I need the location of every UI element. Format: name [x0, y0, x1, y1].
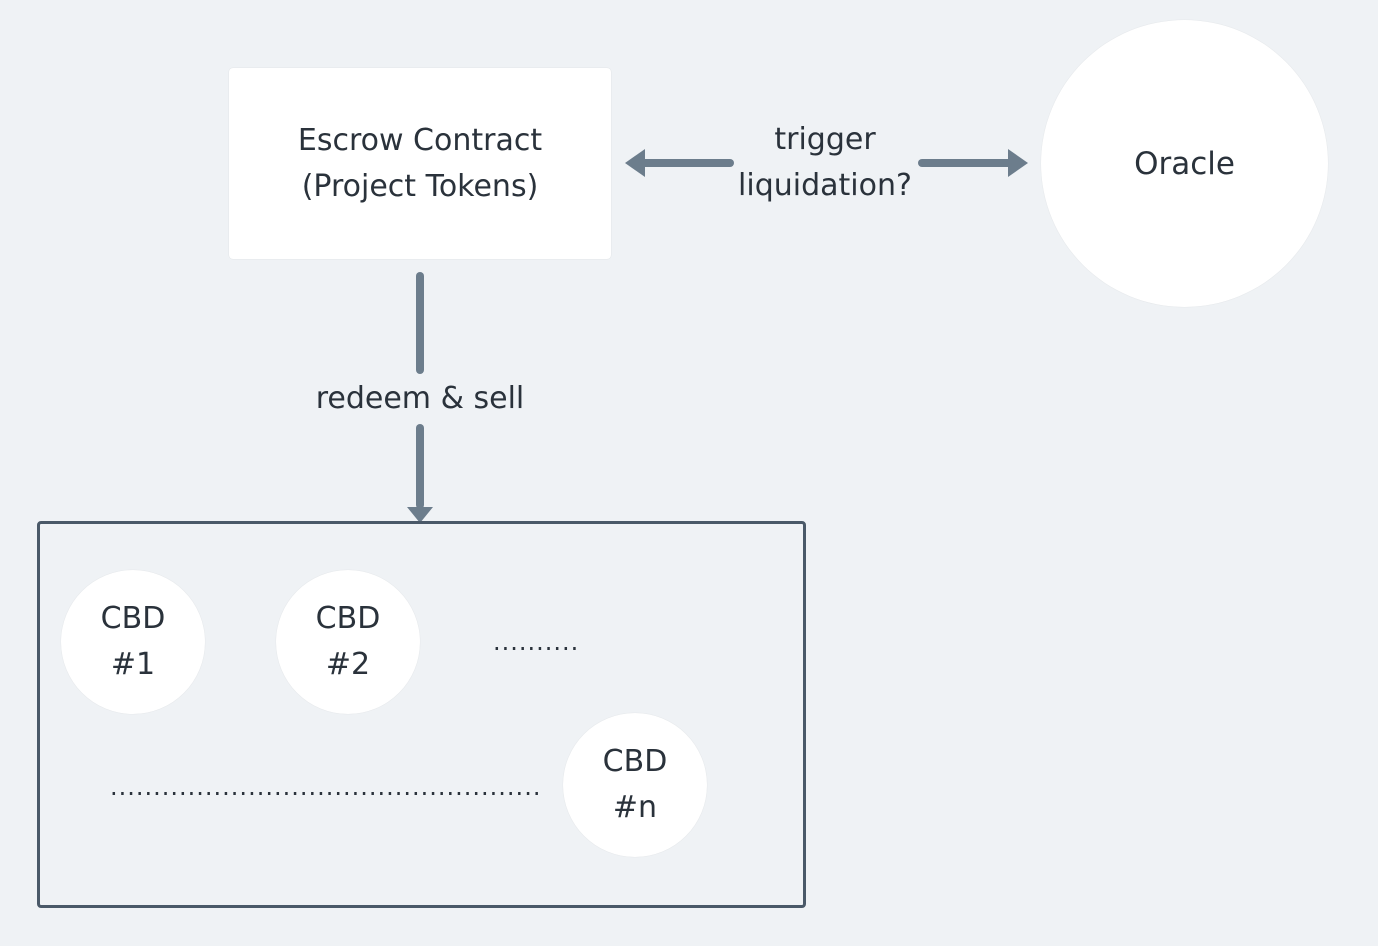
arrow-to-cbd-pool — [407, 424, 433, 523]
cbd-pool-container — [37, 521, 806, 908]
escrow-contract-node: Escrow Contract (Project Tokens) — [229, 68, 611, 259]
cbd-1-label: CBD — [100, 601, 166, 636]
arrow-to-oracle — [918, 149, 1028, 177]
cbd-2-number: #2 — [325, 647, 371, 682]
cbd-node-n: CBD #n — [563, 713, 707, 857]
oracle-label: Oracle — [1134, 145, 1235, 182]
oracle-node: Oracle — [1041, 20, 1328, 307]
cbd-2-label: CBD — [315, 601, 381, 636]
cbd-node-2: CBD #2 — [276, 570, 420, 714]
escrow-title: Escrow Contract — [297, 122, 543, 158]
ellipsis-short: .......... — [493, 628, 580, 656]
cbd-n-number: #n — [612, 790, 658, 825]
ellipsis-long: ........................................… — [110, 773, 542, 801]
arrow-to-escrow — [625, 149, 734, 177]
cbd-1-number: #1 — [110, 647, 156, 682]
trigger-label-line2: liquidation? — [738, 168, 912, 203]
trigger-label-line1: trigger — [774, 122, 876, 157]
redeem-sell-label: redeem & sell — [315, 381, 525, 416]
cbd-node-1: CBD #1 — [61, 570, 205, 714]
cbd-n-label: CBD — [602, 744, 668, 779]
escrow-subtitle: (Project Tokens) — [301, 168, 539, 204]
trigger-liquidation-label: trigger liquidation? — [735, 117, 915, 209]
